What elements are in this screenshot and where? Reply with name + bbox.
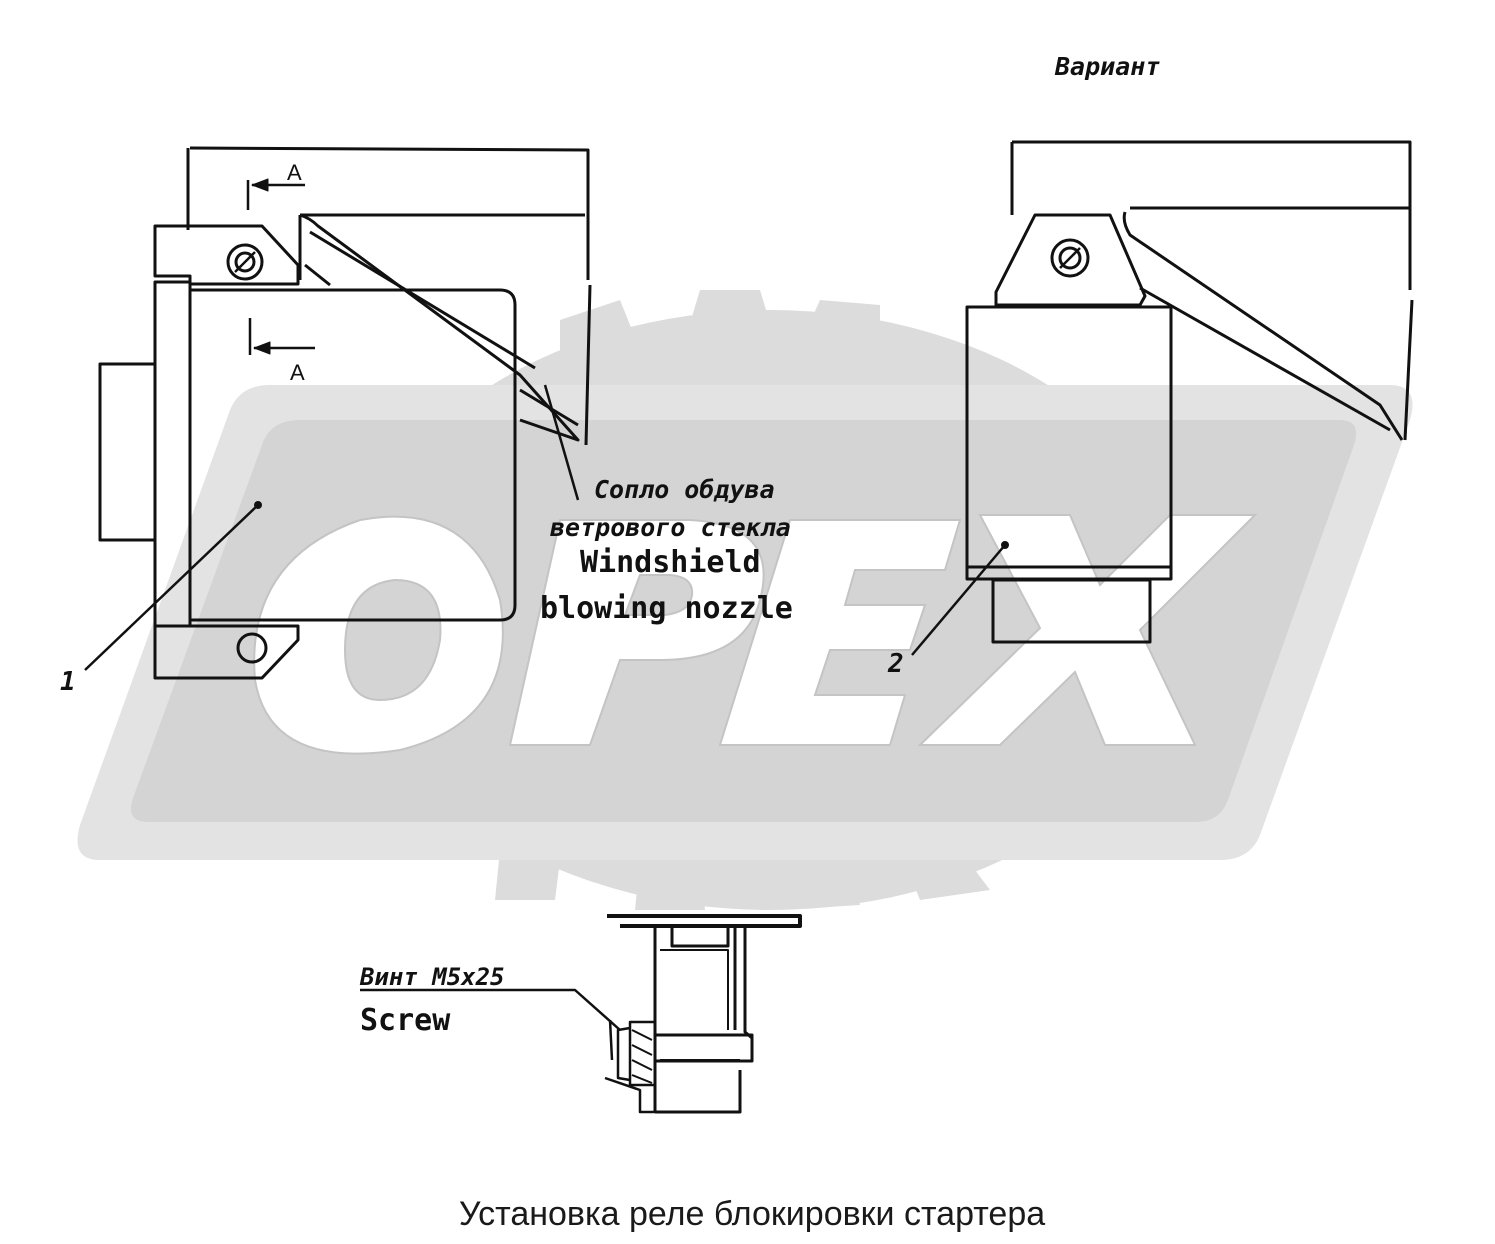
leader-dot-item2 [1001,541,1009,549]
nozzle-label-ru-line1: Сопло обдува [594,475,775,504]
detail-body [653,926,753,1114]
screw-label-en: Screw [360,1003,451,1038]
nozzle-label-en-line1: Windshield [580,545,761,580]
bracket-top [153,224,300,286]
right-assembly [911,140,1414,656]
nozzle-label-en-line2: blowing nozzle [540,591,793,626]
logo-letter-p [508,519,765,746]
variant-bolt-head [1050,238,1090,278]
variant-dashboard-panel [1010,140,1414,441]
logo-letter-e [718,519,962,746]
variant-nozzle-housing [1122,206,1410,441]
detail-screw-head [616,1020,657,1087]
relay-body [188,288,517,622]
nozzle-channel [304,230,579,427]
dashboard-panel [186,146,592,446]
bolt-head [226,243,264,281]
variant-bolt-slot [1059,247,1081,269]
nozzle-label-ru-line2: ветрового стекла [550,513,791,542]
variant-bracket [994,213,1147,307]
leader-line-item2 [911,544,1006,656]
variant-bolt-washer [1058,246,1082,270]
variant-relay-connector [991,578,1152,644]
leader-line-item1 [84,504,259,671]
logo-letter-o [253,515,504,755]
detail-inner-lines [660,949,740,1061]
section-mark-top: A [287,160,302,185]
detail-wall [604,1019,655,1114]
variant-label: Вариант [1054,52,1160,81]
section-detail [360,914,802,1114]
section-arrow-bottom [253,341,271,355]
callout-item2: 2 [887,649,904,679]
relay-connector [98,362,157,542]
bracket-bottom [153,624,300,680]
section-mark-bottom: A [290,360,305,385]
bracket-hole [236,632,268,664]
detail-screw-shank [653,1033,754,1063]
callout-item1: 1 [60,667,76,697]
nozzle-housing [298,213,585,442]
leader-line-nozzle [543,384,580,501]
detail-seal-hatch [631,1029,653,1084]
bolt-slot [234,251,256,273]
section-arrow-top [251,178,269,192]
screw-leader-line [360,988,621,1031]
bolt-washer [234,251,256,273]
detail-cap [670,924,730,948]
left-assembly [84,146,592,680]
leader-dot-item1 [254,501,262,509]
figure-caption: Установка реле блокировки стартера [459,1195,1045,1233]
opex-watermark-logo [77,290,1413,910]
screw-label-ru: Винт M5x25 [359,963,505,991]
